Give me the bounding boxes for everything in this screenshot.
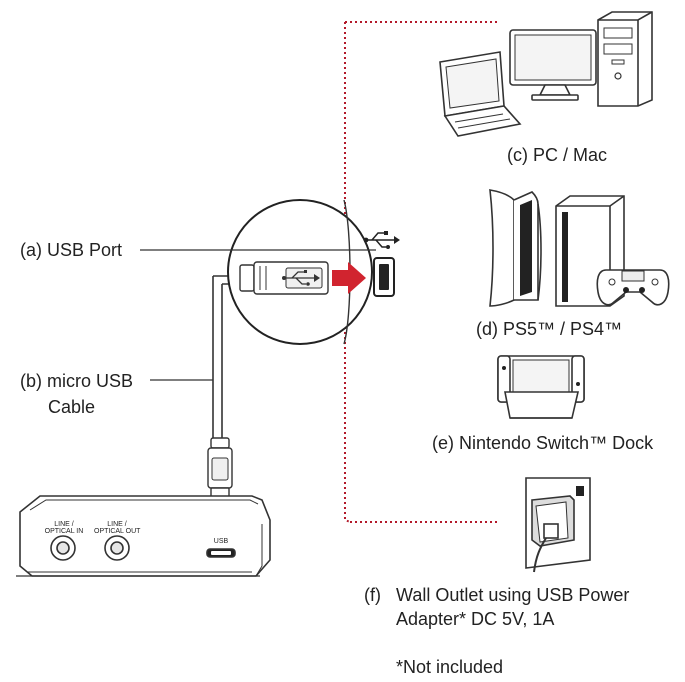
tower-pc-icon [597, 11, 653, 107]
dotted-connection-line [344, 21, 500, 523]
label-switch-dock: (e) Nintendo Switch™ Dock [432, 433, 654, 453]
usb-port-socket [373, 257, 395, 297]
insert-arrow-right [332, 262, 366, 294]
panel-label-optical-in: LINE / OPTICAL IN [44, 521, 84, 535]
panel-label-optical-in-line1: LINE / [54, 521, 74, 528]
label-wall-outlet-line1: Wall Outlet using USB Power [396, 585, 630, 605]
switch-dock-icon [497, 355, 585, 419]
label-wall-outlet-prefix: (f) [364, 585, 381, 605]
panel-label-optical-out-line1: LINE / [107, 521, 127, 528]
device-front-panel [19, 495, 271, 577]
label-wall-outlet-line2: Adapter* DC 5V, 1A [396, 609, 555, 629]
ps5-console-icon [489, 189, 542, 307]
label-ps5-ps4: (d) PS5™ / PS4™ [476, 319, 623, 339]
panel-label-usb: USB [213, 538, 229, 545]
panel-label-optical-in-line2: OPTICAL IN [44, 528, 84, 535]
gamepad-icon [596, 269, 670, 306]
laptop-icon [439, 51, 522, 137]
label-not-included: *Not included [396, 657, 504, 677]
label-micro-usb-cable-line1: (b) micro USB [20, 371, 134, 391]
panel-label-optical-out-line2: OPTICAL OUT [94, 528, 141, 535]
label-pc-mac: (c) PC / Mac [507, 145, 608, 165]
usb-icon [282, 270, 320, 286]
leader-lines [140, 249, 376, 381]
label-usb-port: (a) USB Port [20, 240, 123, 260]
micro-usb-plug [207, 437, 233, 499]
monitor-icon [509, 29, 597, 101]
label-micro-usb-cable-line2: Cable [48, 397, 96, 417]
usb-power-adapter-icon [525, 477, 591, 573]
usb-symbol-icon [363, 231, 400, 249]
panel-label-optical-out: LINE / OPTICAL OUT [94, 521, 140, 535]
